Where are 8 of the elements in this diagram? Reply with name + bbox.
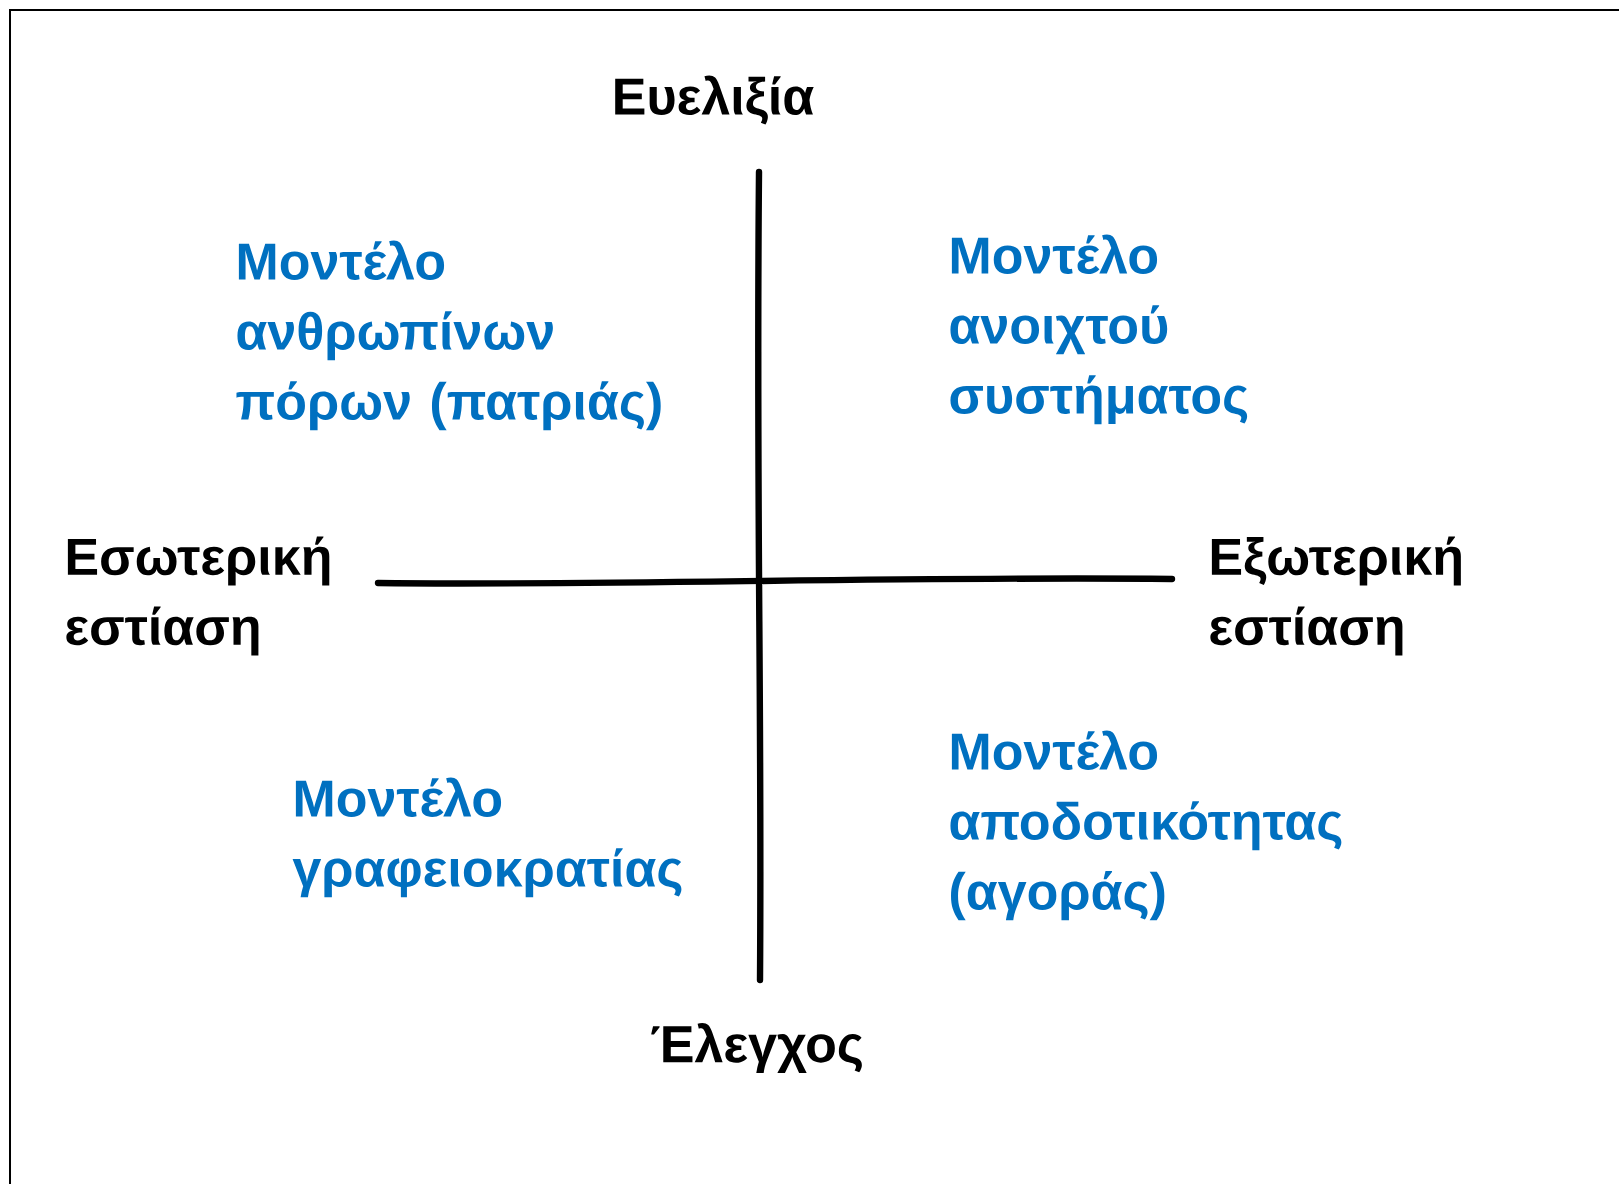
axis-label: Έλεγχος	[651, 1023, 862, 1073]
axis-label: Ευελιξία	[615, 75, 814, 125]
quadrant-label: Μοντέλο ανοιχτού συστήματος	[950, 234, 1248, 425]
quadrant-label: Μοντέλο γραφειοκρατίας	[292, 777, 682, 898]
quadrant-label: Μοντέλο αποδοτικότητας (αγοράς)	[950, 730, 1342, 921]
axis-label: Εσωτερική εστίαση	[66, 536, 330, 656]
quadrant-label: Μοντέλο ανθρωπίνων πόρων (πατριάς)	[236, 240, 661, 431]
axis-label: Εξωτερική εστίαση	[1210, 536, 1461, 656]
